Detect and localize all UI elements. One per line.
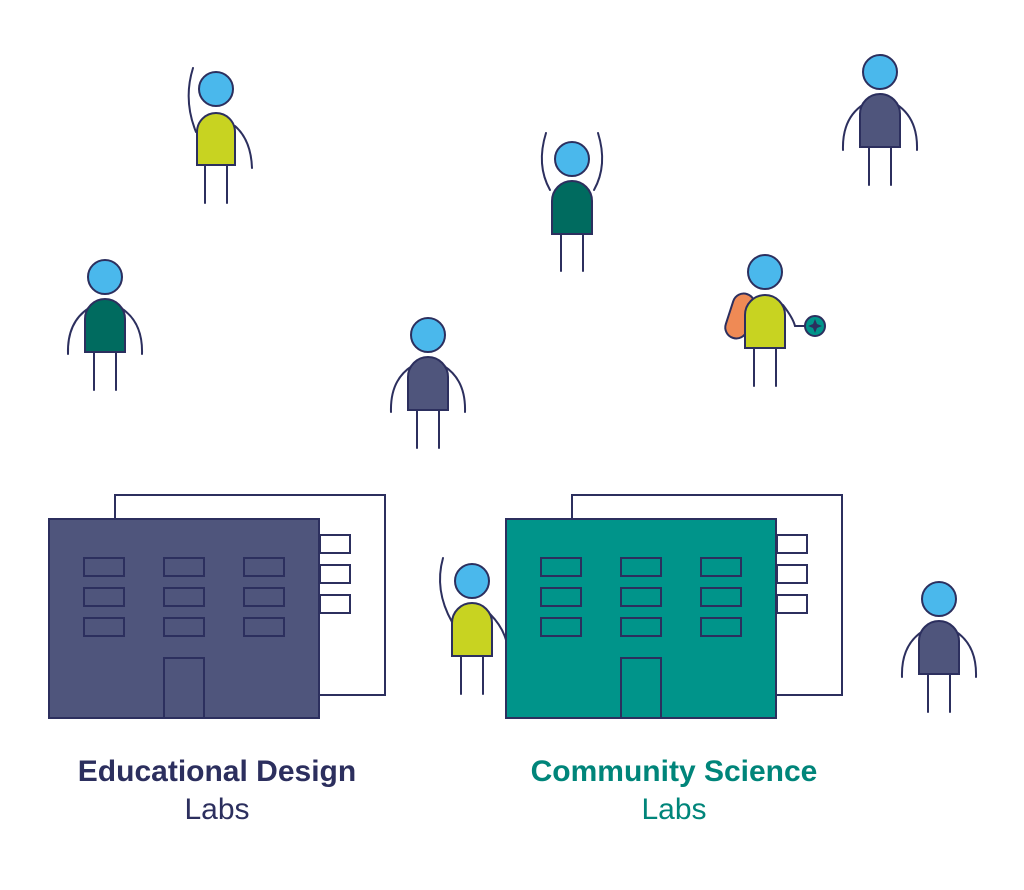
educational-lab-building	[48, 494, 386, 719]
educational-lab-title: Educational Design	[77, 755, 357, 788]
front-door	[620, 657, 662, 719]
educational-lab-label: Educational Design Labs	[17, 757, 417, 825]
community-lab-subtitle: Labs	[641, 793, 707, 826]
front-windows	[540, 557, 742, 637]
community-lab-label: Community Science Labs	[474, 757, 874, 825]
annex-windows	[776, 534, 808, 614]
person-icon	[540, 132, 604, 272]
front-windows	[83, 557, 285, 637]
community-lab-building	[505, 494, 843, 719]
annex-windows	[319, 534, 351, 614]
person-icon	[187, 67, 253, 204]
person-icon	[841, 54, 919, 186]
person-icon	[66, 259, 144, 391]
person-icon	[439, 557, 507, 695]
compass-icon	[804, 315, 826, 337]
person-icon	[724, 254, 826, 387]
community-lab-title: Community Science	[530, 755, 818, 788]
person-icon	[900, 581, 978, 713]
person-icon	[389, 317, 467, 449]
educational-lab-subtitle: Labs	[184, 793, 250, 826]
front-door	[163, 657, 205, 719]
